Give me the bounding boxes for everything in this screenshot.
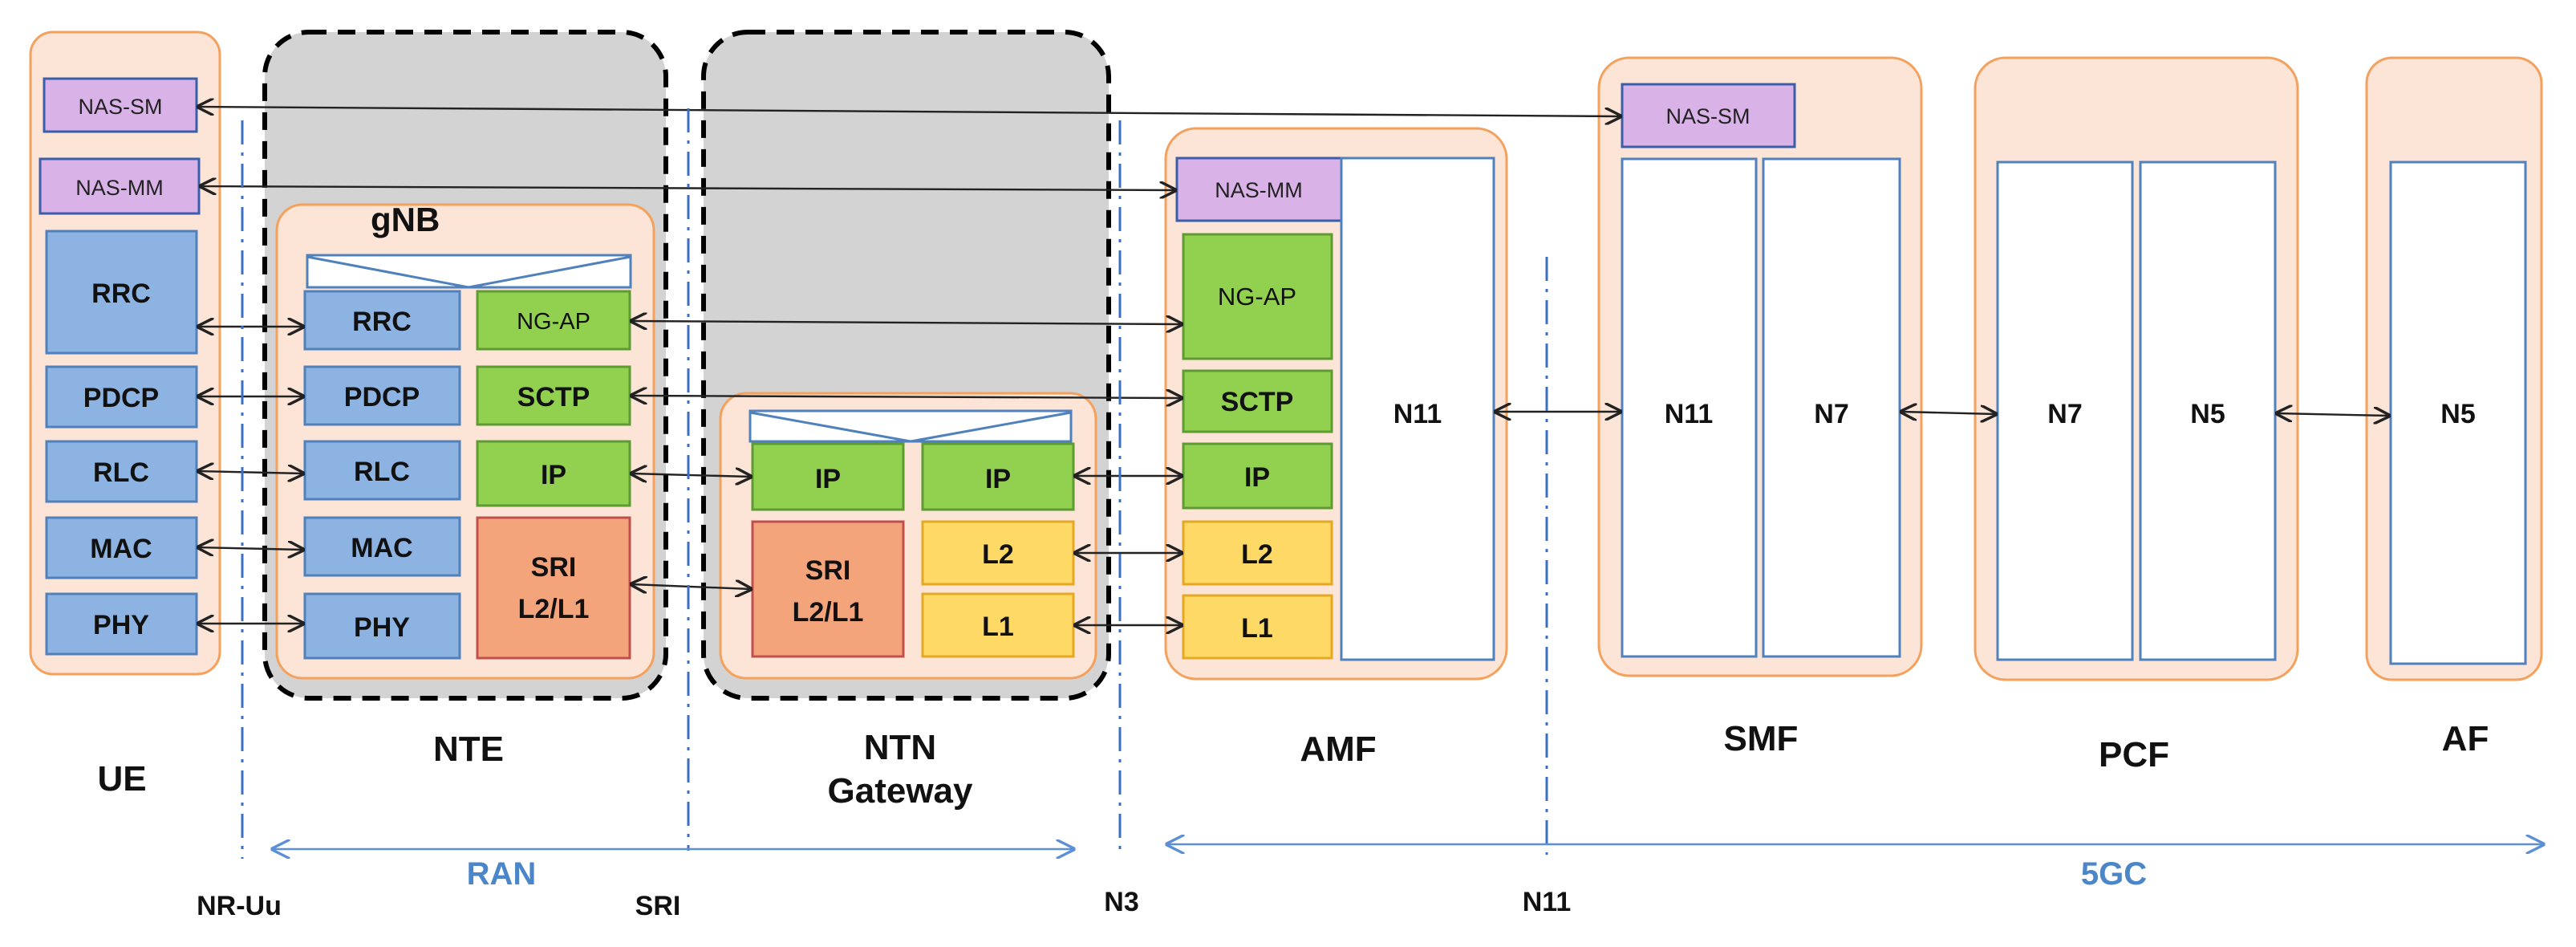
gateway-ip-left-label: IP <box>815 464 841 494</box>
nas-sm-arrow <box>198 107 1621 116</box>
gnb-phy-block: PHY <box>303 592 461 660</box>
gnb-mac-block: MAC <box>303 516 461 577</box>
gnb-sri-label-2: L2/L1 <box>518 594 590 624</box>
amf-n11-label: N11 <box>1393 399 1442 429</box>
ue-nas-mm-block: NAS-MM <box>39 157 201 215</box>
gnb-phy-label: PHY <box>354 612 410 643</box>
amf-l1-block: L1 <box>1182 594 1333 660</box>
amf-l2-label: L2 <box>1241 539 1273 570</box>
amf-l2-block: L2 <box>1182 520 1333 586</box>
af-n5-label: N5 <box>2440 399 2475 429</box>
gateway-l2-label: L2 <box>982 539 1014 570</box>
ip-gnb-gateway-arrow <box>631 473 751 477</box>
af-n5-block: N5 <box>2389 161 2527 665</box>
gnb-pdcp-block: PDCP <box>303 365 461 426</box>
gnb-pdcp-label: PDCP <box>344 382 420 413</box>
gnb-ip-block: IP <box>476 440 631 507</box>
gateway-l1-label: L1 <box>982 612 1014 642</box>
n5-arrow <box>2277 413 2389 416</box>
pcf-n7-label: N7 <box>2047 399 2082 429</box>
smf-n11-label: N11 <box>1665 399 1714 429</box>
gateway-l2-block: L2 <box>921 520 1075 586</box>
gnb-ngap-block: NG-AP <box>476 290 631 351</box>
pcf-n7-block: N7 <box>1996 161 2134 661</box>
amf-sctp-block: SCTP <box>1182 369 1333 433</box>
amf-ngap-label: NG-AP <box>1218 282 1296 311</box>
n11-interface-label: N11 <box>1523 887 1572 917</box>
gnb-sri-label-1: SRI <box>531 552 577 583</box>
nte-node-label: NTE <box>433 730 504 769</box>
ue-rlc-block: RLC <box>45 440 198 503</box>
gnb-rrc-block: RRC <box>303 290 461 351</box>
smf-n7-block: N7 <box>1762 157 1901 658</box>
core-span-label: 5GC <box>2081 856 2147 892</box>
gnb-title: gNB <box>371 201 440 238</box>
ran-span-label: RAN <box>467 856 537 892</box>
ngap-arrow <box>631 321 1182 324</box>
gnb-sri-block: SRI L2/L1 <box>476 516 631 660</box>
amf-ngap-block: NG-AP <box>1182 233 1333 360</box>
ue-mac-label: MAC <box>90 534 152 564</box>
ue-phy-label: PHY <box>93 610 149 640</box>
smf-n7-label: N7 <box>1814 399 1848 429</box>
sri-arrow <box>631 584 751 589</box>
ntn-gateway-node-label-1: NTN <box>864 728 936 767</box>
gateway-sri-label-1: SRI <box>805 555 851 586</box>
pcf-n5-label: N5 <box>2190 399 2225 429</box>
amf-sctp-label: SCTP <box>1221 387 1294 417</box>
sri-interface-label: SRI <box>635 891 681 921</box>
gnb-rlc-label: RLC <box>354 457 410 487</box>
smf-nas-sm-label: NAS-SM <box>1665 104 1750 128</box>
gateway-sri-block: SRI L2/L1 <box>751 520 905 658</box>
ue-phy-block: PHY <box>45 592 198 656</box>
gnb-rrc-label: RRC <box>352 307 412 337</box>
gnb-ip-label: IP <box>541 460 566 490</box>
amf-nas-mm-label: NAS-MM <box>1215 178 1303 202</box>
ue-node-label: UE <box>97 759 146 799</box>
pcf-n5-block: N5 <box>2139 161 2277 661</box>
smf-node-label: SMF <box>1724 719 1799 758</box>
ue-pdcp-block: PDCP <box>45 365 198 429</box>
gnb-mac-label: MAC <box>351 533 412 563</box>
ue-mac-block: MAC <box>45 516 198 579</box>
ue-rrc-label: RRC <box>91 278 151 309</box>
amf-n11-block: N11 <box>1340 156 1495 661</box>
gateway-ip-right-block: IP <box>921 442 1075 511</box>
nas-mm-arrow <box>201 186 1175 190</box>
gnb-sctp-block: SCTP <box>476 365 631 426</box>
gnb-rlc-block: RLC <box>303 440 461 501</box>
sctp-arrow <box>631 396 1182 398</box>
gateway-ip-left-block: IP <box>751 442 905 511</box>
n3-interface-label: N3 <box>1104 887 1138 917</box>
amf-ip-block: IP <box>1182 442 1333 510</box>
smf-nas-sm-block: NAS-SM <box>1621 83 1796 148</box>
amf-l1-label: L1 <box>1241 613 1273 644</box>
af-node-label: AF <box>2442 719 2489 758</box>
ntn-gateway-node-label-2: Gateway <box>828 771 974 811</box>
gateway-l1-block: L1 <box>921 592 1075 658</box>
ue-rrc-block: RRC <box>45 230 198 355</box>
amf-ip-label: IP <box>1244 462 1270 493</box>
gnb-ngap-label: NG-AP <box>517 309 590 335</box>
nr-uu-interface-label: NR-Uu <box>197 891 282 921</box>
mac-arrow <box>198 547 303 550</box>
amf-nas-mm-block: NAS-MM <box>1175 156 1343 222</box>
smf-n11-block: N11 <box>1621 157 1758 658</box>
ue-nas-sm-block: NAS-SM <box>43 77 198 133</box>
rlc-arrow <box>198 471 303 473</box>
pcf-node-label: PCF <box>2099 735 2169 774</box>
gateway-adaptation-triangle <box>748 409 1073 443</box>
gateway-sri-label-2: L2/L1 <box>793 597 864 628</box>
ue-pdcp-label: PDCP <box>83 383 159 413</box>
ue-nas-sm-label: NAS-SM <box>78 95 162 119</box>
ue-nas-mm-label: NAS-MM <box>75 176 164 200</box>
gateway-ip-right-label: IP <box>985 464 1011 494</box>
amf-node-label: AMF <box>1300 730 1376 769</box>
ue-rlc-label: RLC <box>93 457 149 488</box>
n7-arrow <box>1901 412 1996 414</box>
gnb-adaptation-triangle <box>306 254 632 289</box>
gnb-sctp-label: SCTP <box>517 382 590 413</box>
